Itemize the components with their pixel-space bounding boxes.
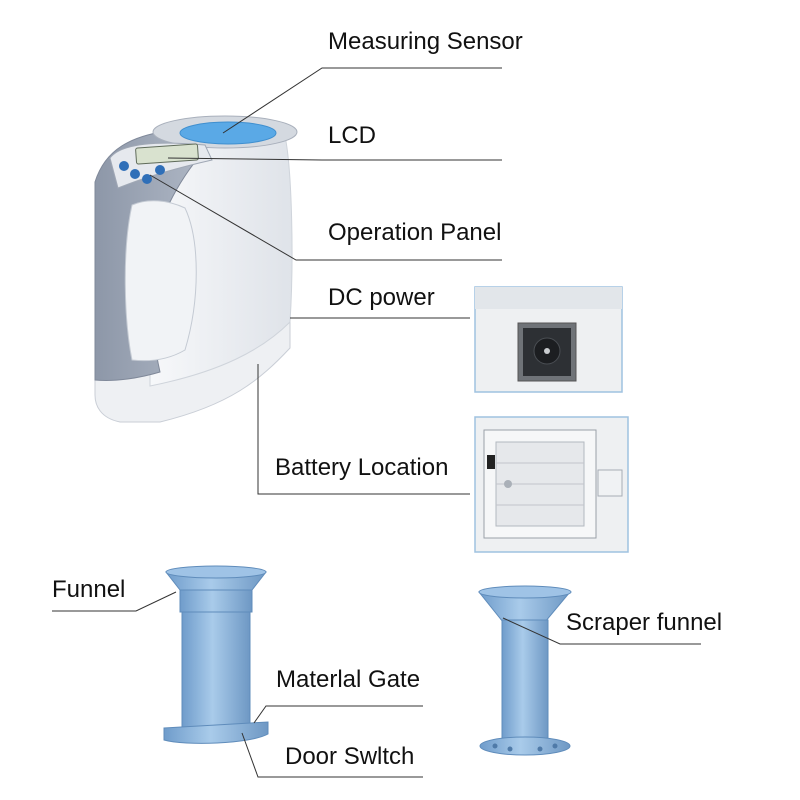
panel-button: [119, 161, 129, 171]
measuring-sensor-cup: [179, 121, 277, 145]
label-scraper-funnel: Scraper funnel: [566, 609, 723, 636]
label-material-gate: Materlal Gate: [276, 666, 421, 693]
label-measuring-sensor: Measuring Sensor: [328, 28, 523, 55]
leader-funnel: [52, 591, 177, 612]
leader-door-switch: [241, 732, 423, 778]
leader-measuring-sensor: [222, 67, 502, 134]
funnel-collar: [179, 589, 253, 613]
scraper-funnel-part: [478, 585, 572, 756]
lcd-screen: [135, 143, 199, 165]
leader-lcd: [167, 157, 502, 161]
label-door-switch: Door Swltch: [285, 743, 415, 770]
funnel-tube: [181, 611, 251, 728]
label-dc-power: DC power: [328, 284, 435, 311]
scraper-funnel-base: [479, 736, 571, 756]
leader-material-gate: [253, 705, 423, 724]
label-lcd: LCD: [328, 122, 377, 149]
device-grip-recess: [124, 200, 197, 362]
scraper-funnel-tube: [501, 619, 549, 739]
funnel-part: [163, 565, 269, 744]
panel-button: [142, 174, 152, 184]
dc-power-inset: [474, 286, 623, 393]
battery-location-inset: [474, 416, 629, 553]
label-funnel: Funnel: [52, 576, 126, 603]
leader-scraper-funnel: [502, 617, 701, 645]
leader-battery-location: [257, 364, 470, 495]
label-operation-panel: Operation Panel: [328, 219, 502, 246]
leader-lines: [52, 67, 701, 778]
leader-operation-panel: [149, 174, 502, 261]
panel-button: [130, 169, 140, 179]
moisture-meter-device: [94, 115, 298, 423]
funnel-base: [163, 721, 269, 744]
label-battery-location: Battery Location: [275, 454, 449, 481]
panel-button: [155, 165, 165, 175]
